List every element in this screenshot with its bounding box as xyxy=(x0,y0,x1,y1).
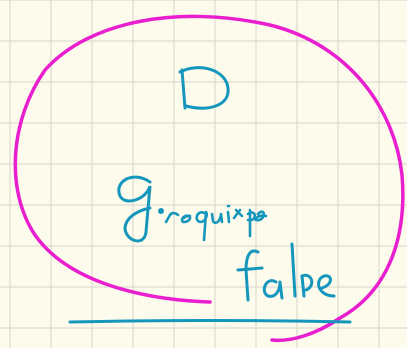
handwritten-letter-d xyxy=(178,66,230,110)
magenta-circle-stroke xyxy=(13,14,405,343)
transcribed-false: false xyxy=(285,289,288,291)
blue-underline-stroke xyxy=(68,319,352,324)
handwritten-word-false xyxy=(236,242,336,302)
handwritten-word-g xyxy=(117,175,164,243)
g-dot xyxy=(158,208,164,214)
handwritten-word-require xyxy=(164,204,268,242)
